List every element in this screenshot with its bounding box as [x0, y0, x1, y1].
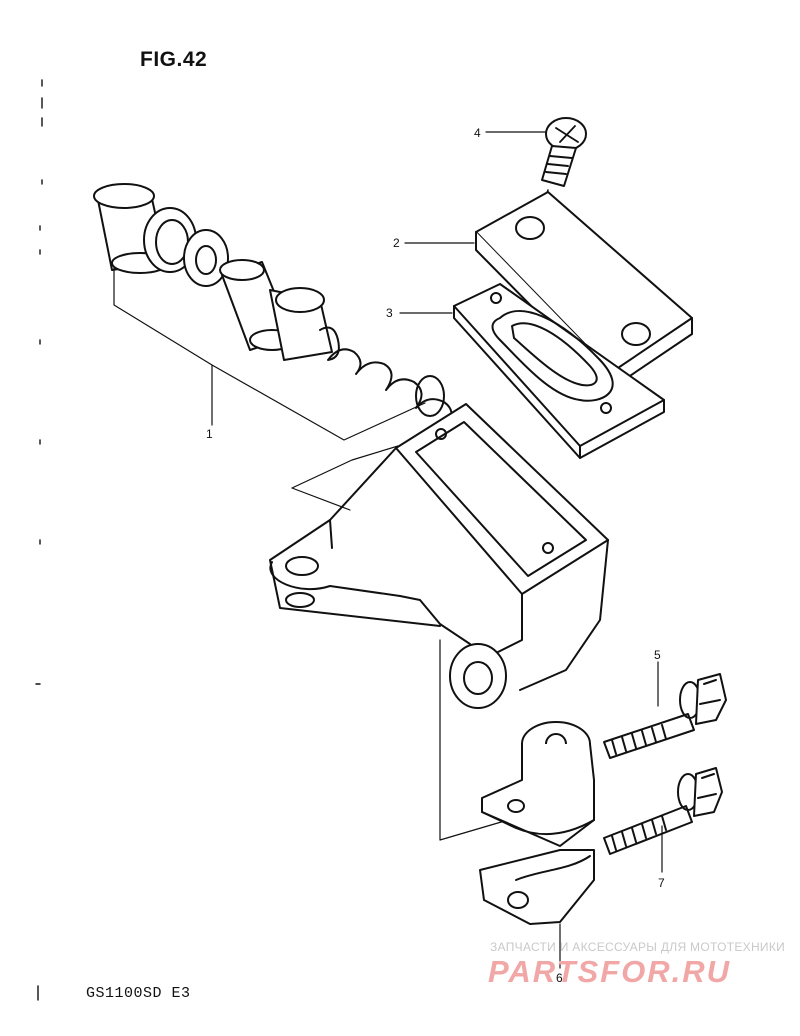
watermark-logo: PARTSFOR.RU	[488, 954, 732, 989]
callout-5: 5	[654, 648, 661, 662]
diaphragm	[453, 283, 665, 459]
piston-assembly	[93, 183, 473, 427]
model-code: GS1100SD E3	[86, 985, 191, 1002]
callout-4: 4	[474, 126, 481, 140]
callout-7: 7	[658, 876, 665, 890]
clamp	[479, 721, 595, 925]
figure-title: FIG.42	[140, 48, 208, 71]
callout-6: 6	[556, 971, 563, 985]
master-cylinder-body	[269, 403, 609, 709]
bolt-upper	[603, 673, 727, 759]
watermark-tagline: ЗАПЧАСТИ И АКСЕССУАРЫ ДЛЯ МОТОТЕХНИКИ	[490, 940, 786, 954]
callout-2: 2	[393, 236, 400, 250]
callout-1: 1	[206, 427, 213, 441]
callout-3: 3	[386, 306, 393, 320]
bolt-lower	[603, 767, 723, 855]
